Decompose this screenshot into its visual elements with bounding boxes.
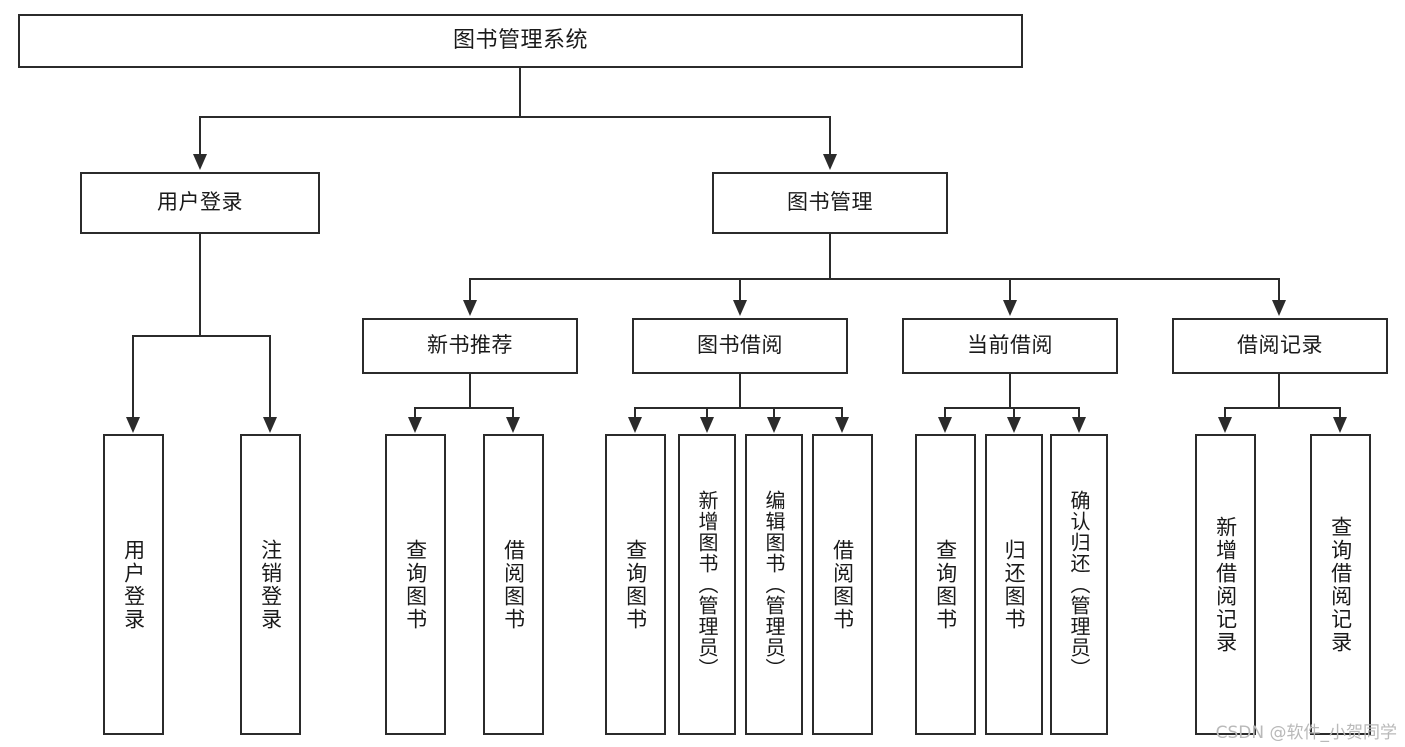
connector-drop-leaf-query-book-3: [944, 407, 946, 419]
node-label: 查询图书: [933, 538, 958, 631]
node-label: 查询图书: [623, 538, 648, 631]
node-label: 图书管理系统: [452, 27, 588, 53]
connector-drop-leaf-add-book: [706, 407, 708, 419]
connector-drop-book-borrow: [739, 278, 741, 302]
node-label: 新增图书（管理员）: [695, 490, 719, 679]
leaf-confirm-return-admin[interactable]: 确认归还（管理员）: [1050, 434, 1108, 735]
connector-drop-leaf-borrow-book-1: [512, 407, 514, 419]
node-label: 查询借阅记录: [1328, 515, 1353, 654]
leaf-return-book[interactable]: 归还图书: [985, 434, 1043, 735]
leaf-borrow-book-recommend[interactable]: 借阅图书: [483, 434, 544, 735]
leaf-borrow-book[interactable]: 借阅图书: [812, 434, 873, 735]
connector-drop-borrow-record: [1278, 278, 1280, 302]
arrowhead-leaf-add-book: [700, 417, 714, 433]
connector-drop-leaf-query-record: [1339, 407, 1341, 419]
arrowhead-user-login: [193, 154, 207, 170]
connector-drop-leaf-query-book-2: [634, 407, 636, 419]
arrowhead-leaf-query-record: [1333, 417, 1347, 433]
arrowhead-leaf-add-record: [1218, 417, 1232, 433]
connector-book-borrow-stem: [739, 374, 741, 407]
node-label: 新增借阅记录: [1213, 515, 1238, 654]
connector-drop-leaf-edit-book: [773, 407, 775, 419]
connector-book-borrow-bus: [634, 407, 843, 409]
connector-new-book-recommend-bus: [414, 407, 514, 409]
connector-drop-leaf-borrow-book-2: [841, 407, 843, 419]
connector-level2-bus: [199, 116, 831, 118]
arrowhead-borrow-record: [1272, 300, 1286, 316]
arrowhead-leaf-borrow-book-2: [835, 417, 849, 433]
arrowhead-current-borrow: [1003, 300, 1017, 316]
connector-drop-new-book-recommend: [469, 278, 471, 302]
node-label: 借阅图书: [830, 538, 855, 631]
connector-book-management-stem: [829, 234, 831, 278]
connector-drop-leaf-logout: [269, 335, 271, 419]
connector-user-login-stem: [199, 234, 201, 335]
node-label: 用户登录: [157, 190, 243, 215]
arrowhead-leaf-user-login: [126, 417, 140, 433]
node-label: 图书管理: [787, 190, 873, 215]
node-label: 新书推荐: [427, 333, 513, 358]
connector-drop-book-management: [829, 116, 831, 156]
connector-new-book-recommend-stem: [469, 374, 471, 407]
node-label: 借阅记录: [1237, 333, 1323, 358]
connector-drop-leaf-add-record: [1224, 407, 1226, 419]
connector-drop-leaf-user-login: [132, 335, 134, 419]
arrowhead-leaf-logout: [263, 417, 277, 433]
node-label: 借阅图书: [501, 538, 526, 631]
connector-drop-leaf-return-book: [1013, 407, 1015, 419]
arrowhead-leaf-query-book-1: [408, 417, 422, 433]
leaf-logout[interactable]: 注销登录: [240, 434, 301, 735]
connector-drop-leaf-query-book-1: [414, 407, 416, 419]
connector-root-stem: [519, 68, 521, 116]
arrowhead-new-book-recommend: [463, 300, 477, 316]
arrowhead-leaf-return-book: [1007, 417, 1021, 433]
arrowhead-leaf-edit-book: [767, 417, 781, 433]
node-current-borrow[interactable]: 当前借阅: [902, 318, 1118, 374]
leaf-query-book-recommend[interactable]: 查询图书: [385, 434, 446, 735]
connector-borrow-record-stem: [1278, 374, 1280, 407]
leaf-user-login[interactable]: 用户登录: [103, 434, 164, 735]
leaf-edit-book-admin[interactable]: 编辑图书（管理员）: [745, 434, 803, 735]
node-borrow-record[interactable]: 借阅记录: [1172, 318, 1388, 374]
csdn-watermark: CSDN @软件_小贺同学: [1215, 723, 1397, 743]
node-new-book-recommend[interactable]: 新书推荐: [362, 318, 578, 374]
connector-current-borrow-stem: [1009, 374, 1011, 407]
connector-drop-leaf-confirm-return: [1078, 407, 1080, 419]
arrowhead-book-management: [823, 154, 837, 170]
arrowhead-leaf-query-book-3: [938, 417, 952, 433]
leaf-add-book-admin[interactable]: 新增图书（管理员）: [678, 434, 736, 735]
leaf-query-book-current[interactable]: 查询图书: [915, 434, 976, 735]
node-book-borrow[interactable]: 图书借阅: [632, 318, 848, 374]
leaf-query-book-borrow[interactable]: 查询图书: [605, 434, 666, 735]
arrowhead-leaf-borrow-book-1: [506, 417, 520, 433]
connector-current-borrow-bus: [944, 407, 1080, 409]
node-label: 编辑图书（管理员）: [762, 490, 786, 679]
arrowhead-book-borrow: [733, 300, 747, 316]
node-label: 注销登录: [258, 538, 283, 631]
node-label: 图书借阅: [697, 333, 783, 358]
node-label: 确认归还（管理员）: [1067, 490, 1091, 679]
node-label: 归还图书: [1002, 538, 1027, 631]
node-user-login[interactable]: 用户登录: [80, 172, 320, 234]
leaf-query-borrow-record[interactable]: 查询借阅记录: [1310, 434, 1371, 735]
node-label: 查询图书: [403, 538, 428, 631]
connector-level3-bus: [469, 278, 1279, 280]
connector-user-login-bus: [132, 335, 270, 337]
connector-drop-user-login: [199, 116, 201, 156]
arrowhead-leaf-confirm-return: [1072, 417, 1086, 433]
node-root-library-system[interactable]: 图书管理系统: [18, 14, 1023, 68]
connector-borrow-record-bus: [1224, 407, 1341, 409]
leaf-add-borrow-record[interactable]: 新增借阅记录: [1195, 434, 1256, 735]
connector-drop-current-borrow: [1009, 278, 1011, 302]
node-book-management[interactable]: 图书管理: [712, 172, 948, 234]
node-label: 当前借阅: [967, 333, 1053, 358]
arrowhead-leaf-query-book-2: [628, 417, 642, 433]
node-label: 用户登录: [121, 538, 146, 631]
